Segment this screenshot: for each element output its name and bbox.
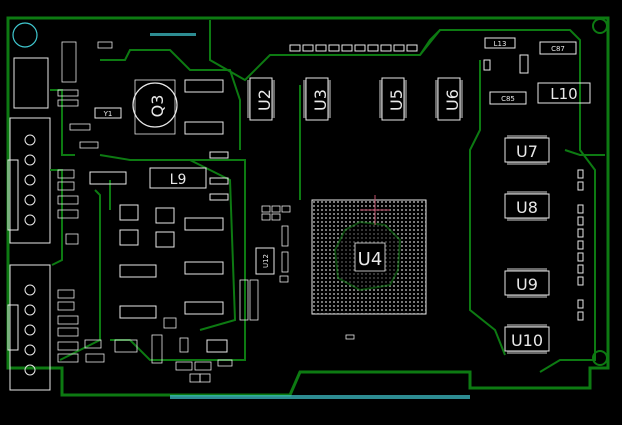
via-column [239,205,355,340]
mounting-hole-icon [12,22,38,48]
chip-u10[interactable]: U10 [504,324,550,354]
chip-u3[interactable]: U3 [303,77,331,121]
mounting-hole-icon [592,18,608,34]
chip-u7[interactable]: U7 [504,135,550,165]
chip-u5-label: U5 [387,89,406,111]
inductor-l10[interactable]: L10 [537,82,591,104]
top-resistor-array [289,44,418,52]
inductor-l13-label: L13 [494,40,507,48]
chip-u9-label: U9 [516,275,538,294]
chip-u9[interactable]: U9 [504,268,550,298]
capacitor-cluster [89,79,229,353]
right-edge-pads [577,169,584,321]
chip-u5[interactable]: U5 [379,77,407,121]
chip-u10-label: U10 [511,331,543,350]
board-outline [6,16,610,397]
capacitor-c87[interactable]: C87 [539,41,577,55]
chip-u3-label: U3 [311,89,330,111]
inductor-l13[interactable]: L13 [484,37,516,49]
transistor-q3[interactable]: Q3 [132,79,178,135]
left-connector-group [7,57,51,391]
resistor-array-left [57,41,233,383]
trace-network [50,29,605,361]
small-pad [483,59,491,71]
chip-u6-label: U6 [443,89,462,111]
crystal-y1-label: Y1 [103,110,113,118]
capacitor-c85-label: C85 [501,95,515,103]
regulator-u12[interactable]: U12 [255,247,275,275]
chip-u2[interactable]: U2 [247,77,275,121]
mounting-hole-icon [592,350,608,366]
capacitor-c85[interactable]: C85 [489,91,527,105]
transistor-q3-label: Q3 [148,95,167,118]
chip-u8[interactable]: U8 [504,191,550,221]
regulator-u12-label: U12 [262,254,270,268]
top-fiducial-strip [150,33,196,36]
chip-u6[interactable]: U6 [435,77,463,121]
inductor-l9[interactable]: L9 [149,167,207,189]
chip-u8-label: U8 [516,198,538,217]
chip-u4-label: U4 [358,249,383,270]
small-pad [519,54,529,74]
chip-u2-label: U2 [255,89,274,111]
edge-connector[interactable] [170,395,470,399]
inductor-l9-label: L9 [170,172,187,188]
chip-u7-label: U7 [516,142,538,161]
bga-u4[interactable]: U4 [311,195,427,315]
crystal-y1[interactable]: Y1 [94,107,122,119]
inductor-l10-label: L10 [550,85,577,103]
capacitor-c87-label: C87 [551,45,565,53]
